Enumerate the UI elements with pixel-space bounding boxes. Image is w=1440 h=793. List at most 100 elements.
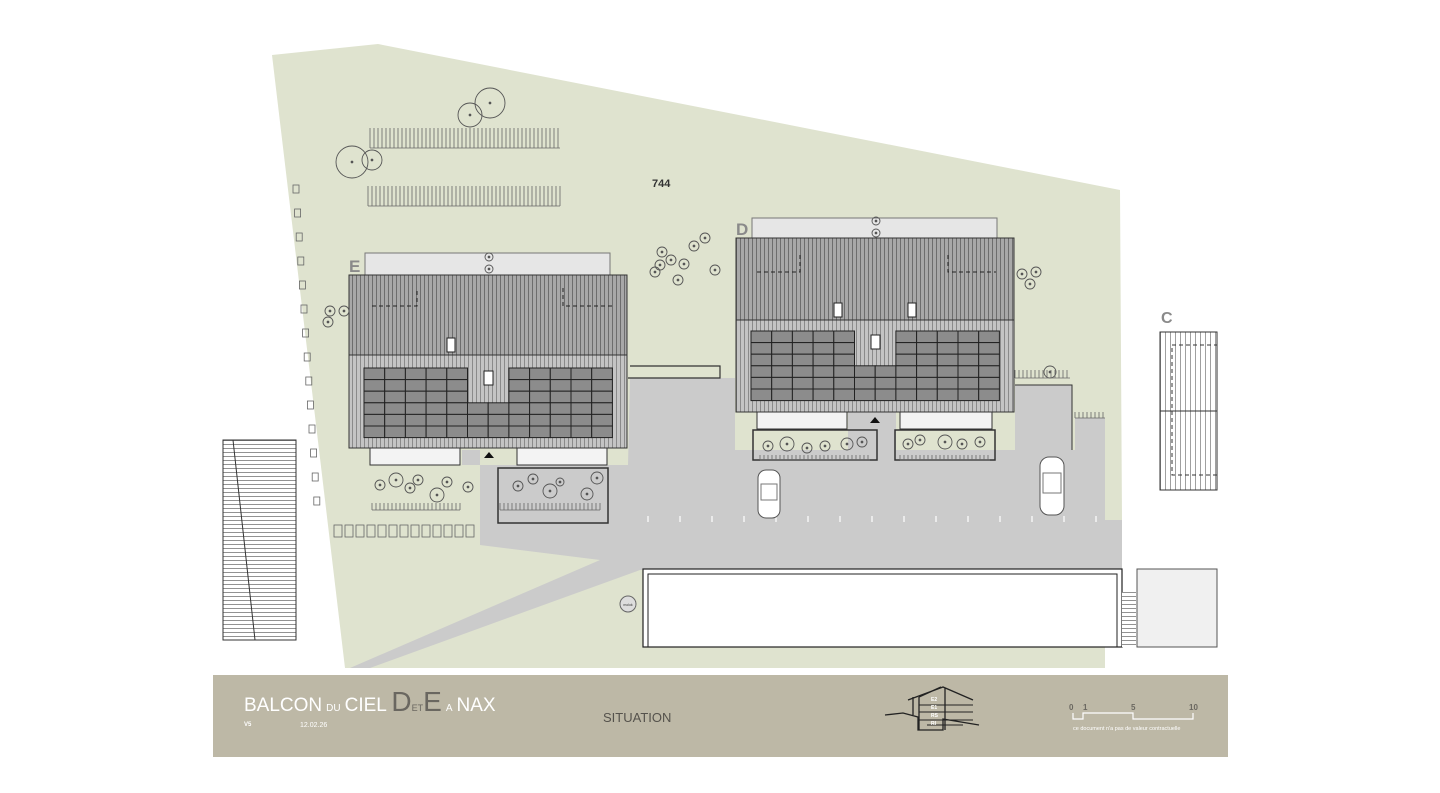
bollard — [355, 524, 365, 538]
solar-panel — [467, 402, 489, 415]
date: 12.02.26 — [300, 722, 328, 729]
solar-panel — [384, 402, 406, 415]
tree-trunk — [874, 231, 878, 235]
solar-panel — [508, 402, 531, 415]
solar-panel — [384, 390, 406, 404]
solar-panel — [549, 425, 572, 439]
tree — [441, 476, 453, 488]
tree — [709, 264, 721, 276]
solar-panel — [771, 330, 793, 344]
tree-trunk — [860, 440, 864, 444]
tree-trunk — [468, 113, 472, 117]
solar-panel — [404, 425, 427, 439]
solar-panel — [404, 367, 427, 381]
tree-trunk — [435, 493, 439, 497]
solar-panel — [549, 390, 572, 404]
tree-trunk — [585, 492, 589, 496]
title-part: D — [391, 686, 412, 717]
building-label-e: E — [349, 257, 360, 276]
tree-trunk — [943, 440, 947, 444]
tree-trunk — [703, 236, 707, 240]
solar-panel — [446, 425, 468, 439]
tree-trunk — [713, 268, 717, 272]
tree-trunk — [1034, 270, 1038, 274]
bollard — [432, 524, 442, 538]
tree — [871, 228, 881, 238]
parking-marker — [311, 472, 319, 482]
parking-marker — [310, 448, 318, 458]
solar-panel — [570, 402, 593, 415]
solar-panel — [936, 376, 959, 390]
solar-panel — [854, 365, 876, 378]
solar-panel — [487, 413, 510, 427]
solar-panel — [936, 388, 959, 402]
bollard — [388, 524, 398, 538]
tree — [324, 305, 336, 317]
tree — [412, 474, 424, 486]
parking-marker — [303, 352, 311, 362]
parking-marker — [294, 208, 302, 218]
solar-panel — [771, 388, 793, 402]
road — [350, 378, 1122, 668]
level-label: E2 — [931, 697, 937, 703]
solar-panel — [978, 376, 1000, 390]
tree — [338, 305, 350, 317]
solar-panel — [446, 379, 468, 392]
trees — [322, 87, 1057, 503]
tree — [1016, 268, 1028, 280]
solar-panel — [404, 402, 427, 415]
tree — [590, 471, 604, 485]
tree-trunk — [823, 444, 827, 448]
bollard — [344, 524, 354, 538]
title-part: E — [423, 686, 442, 717]
solar-panel — [978, 330, 1000, 344]
solar-panel — [978, 353, 1000, 367]
solar-panel — [833, 388, 855, 402]
solar-panel — [791, 353, 814, 367]
tree — [819, 440, 831, 452]
version: V5 — [244, 722, 252, 728]
tree-trunk — [918, 438, 922, 442]
solar-panel — [791, 365, 814, 378]
solar-panel — [812, 353, 835, 367]
solar-panel — [978, 342, 1000, 355]
bollard — [465, 524, 475, 538]
solar-panel — [384, 413, 406, 427]
tree — [1024, 278, 1036, 290]
car-1 — [757, 469, 781, 519]
tree-trunk — [487, 267, 491, 271]
building-label-c: C — [1161, 310, 1173, 327]
tree-trunk — [378, 483, 382, 487]
tree-trunk — [394, 478, 398, 482]
tree — [361, 149, 383, 171]
solar-panel — [446, 402, 468, 415]
disclaimer: ce document n'a pas de valeur contractue… — [1073, 726, 1181, 732]
scale-tick: 1 — [1083, 703, 1088, 712]
solar-panel — [529, 402, 551, 415]
tree-trunk — [328, 309, 332, 313]
solar-panel — [404, 390, 427, 404]
tree — [902, 438, 914, 450]
solar-panel — [446, 413, 468, 427]
solar-panel — [750, 365, 773, 378]
solar-panel — [957, 353, 980, 367]
tree — [484, 264, 494, 274]
solar-panel — [750, 353, 773, 367]
bollard — [454, 524, 464, 538]
solar-panel — [570, 379, 593, 392]
fences — [292, 128, 1105, 538]
solar-panel — [549, 367, 572, 381]
tree — [762, 440, 774, 452]
solar-panel — [895, 365, 918, 378]
tree-trunk — [978, 440, 982, 444]
solar-panel — [936, 353, 959, 367]
solar-panel — [384, 367, 406, 381]
tree-trunk — [660, 250, 664, 254]
tree — [429, 487, 445, 503]
solar-panel — [404, 379, 427, 392]
solar-panel — [384, 425, 406, 439]
bollard — [443, 524, 453, 538]
solar-panel — [446, 367, 468, 381]
